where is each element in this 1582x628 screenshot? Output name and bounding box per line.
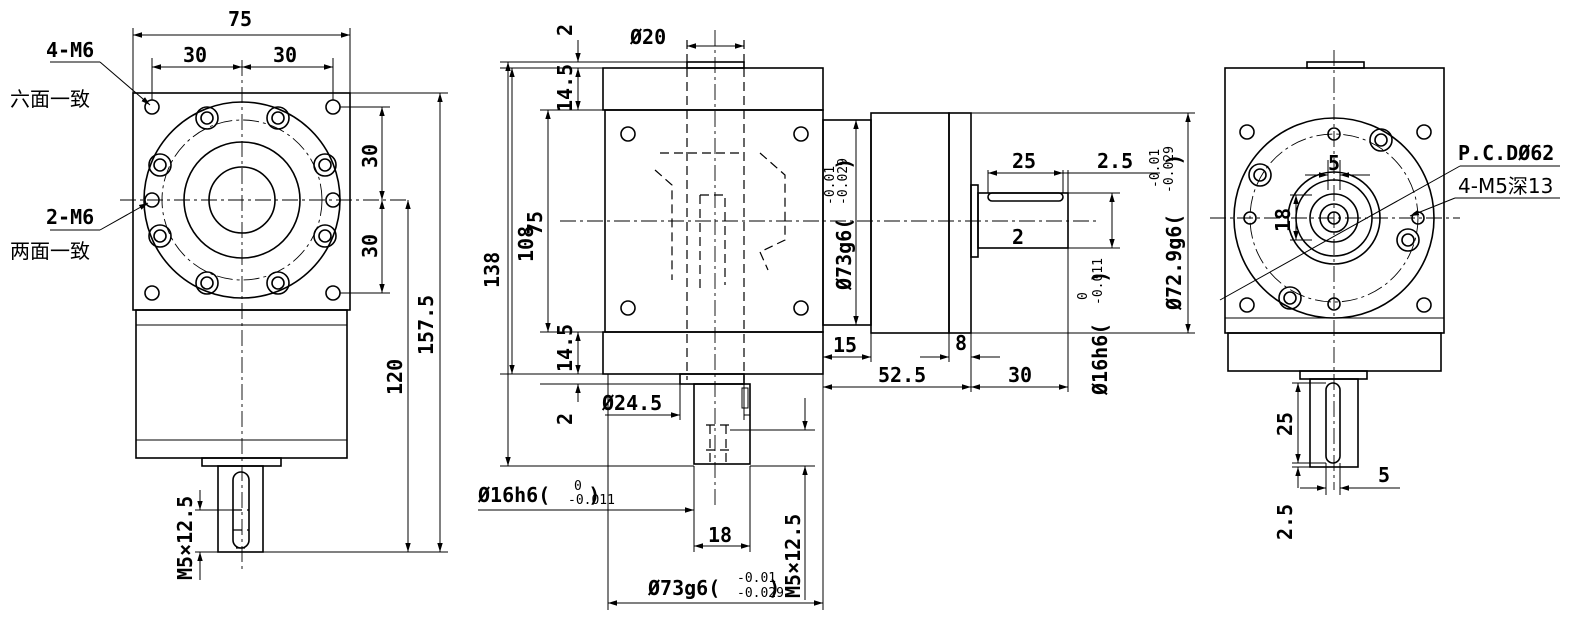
dim-side-top-offset: 2 [553,24,577,36]
dim-side-step: 2 [1012,225,1024,249]
dim-side-motor-length: 52.5 [878,363,926,387]
dim-side-bottom-offset: 2 [553,413,577,425]
dim-end-key-length: 25 [1273,412,1297,436]
label-holes-side-note: 两面一致 [10,239,90,263]
side-view: 2 14.5 Ø20 75 108 138 14.5 2 Ø24.5 [477,24,1195,610]
end-keyway [1325,382,1341,464]
dim-side-flange-plate: 8 [955,331,967,355]
end-housing [1224,67,1445,334]
dim-side-bottom-flange: 14.5 [553,324,577,372]
out-shaft-lower: -0.011 [1091,258,1106,305]
front-bolt-holes [144,99,341,301]
dim-side-top-boss: Ø20 [629,25,666,49]
dim-side-overall-height: 138 [480,252,504,288]
out-pilot-upper: -0.01 [1148,149,1163,188]
out-shaft-close: ) [1088,271,1112,283]
dim-side-pilot: Ø73g6() [647,576,780,600]
dim-front-vspacing-top: 30 [358,144,382,168]
pilot-upper: -0.01 [737,571,776,586]
out-pilot-close: ) [1162,154,1186,166]
dim-front-vspacing-bottom: 30 [358,234,382,258]
dim-side-inner-height: 108 [514,226,538,262]
side-bottom-shaft [693,383,751,465]
label-end-pcd: P.C.DØ62 [1458,141,1554,165]
front-view: 75 30 30 30 30 120 157.5 M5×12.5 4-M6 六 [10,7,448,580]
dim-front-overall-height: 157.5 [414,295,438,355]
dim-side-key-width: 18 [708,523,732,547]
label-end-holes: 4-M5深13 [1458,174,1553,198]
dim-front-height-shaft: 120 [383,359,407,395]
dim-end-key-offset: 2.5 [1273,504,1297,540]
dim-front-thread: M5×12.5 [173,496,197,580]
dim-side-out-pilot: Ø72.9g6() [1162,154,1186,311]
dim-end-key-width-bottom: 5 [1378,463,1390,487]
label-holes-top: 4-M6 [46,38,94,62]
shaft-fit-close: ) [588,483,600,507]
shaft-fit-main: Ø16h6( [477,483,550,507]
end-view: 5 18 P.C.DØ62 4-M5深13 25 2.5 5 [1210,50,1560,540]
body-pilot-lower: -0.029 [836,158,851,205]
front-housing [132,92,351,311]
front-shaft-boss [201,457,282,467]
dim-side-bottom-boss: Ø24.5 [601,391,662,415]
dim-side-top-flange: 14.5 [553,64,577,112]
dim-front-spacing-left: 30 [183,43,207,67]
dim-side-body-pilot: Ø73g6() [832,158,856,291]
dim-side-key-offset: 2.5 [1097,149,1133,173]
shaft-fit-lower: -0.011 [568,493,615,508]
pilot-lower: -0.029 [737,586,784,601]
dim-front-spacing-right: 30 [273,43,297,67]
side-motor [870,112,950,334]
out-shaft-main: Ø16h6( [1088,323,1112,396]
dim-side-thread: M5×12.5 [781,514,805,598]
front-motor-body [135,309,348,459]
out-pilot-main: Ø72.9g6( [1162,214,1186,311]
dim-side-shaft-length: 30 [1008,363,1032,387]
out-pilot-lower: -0.029 [1162,146,1177,193]
dim-side-shaft-fit: Ø16h6() [477,483,600,507]
front-shaft [217,465,264,553]
label-holes-top-note: 六面一致 [10,87,90,111]
dim-side-flange-thickness: 15 [833,333,857,357]
dim-side-key-length: 25 [1012,149,1036,173]
dim-end-key-width-top: 5 [1328,151,1340,175]
dim-front-width: 75 [228,7,252,31]
shaft-fit-upper: 0 [574,479,582,494]
dim-end-inner: 18 [1271,208,1295,232]
label-holes-side: 2-M6 [46,205,94,229]
body-pilot-main: Ø73g6( [832,218,856,291]
out-shaft-upper: 0 [1076,292,1091,300]
dim-side-body-height: 75 [523,211,547,235]
pilot-main: Ø73g6( [647,576,720,600]
body-pilot-close: ) [832,158,856,170]
body-pilot-upper: -0.01 [823,166,838,205]
dim-side-out-shaft: Ø16h6() [1088,271,1112,396]
pilot-close: ) [768,576,780,600]
